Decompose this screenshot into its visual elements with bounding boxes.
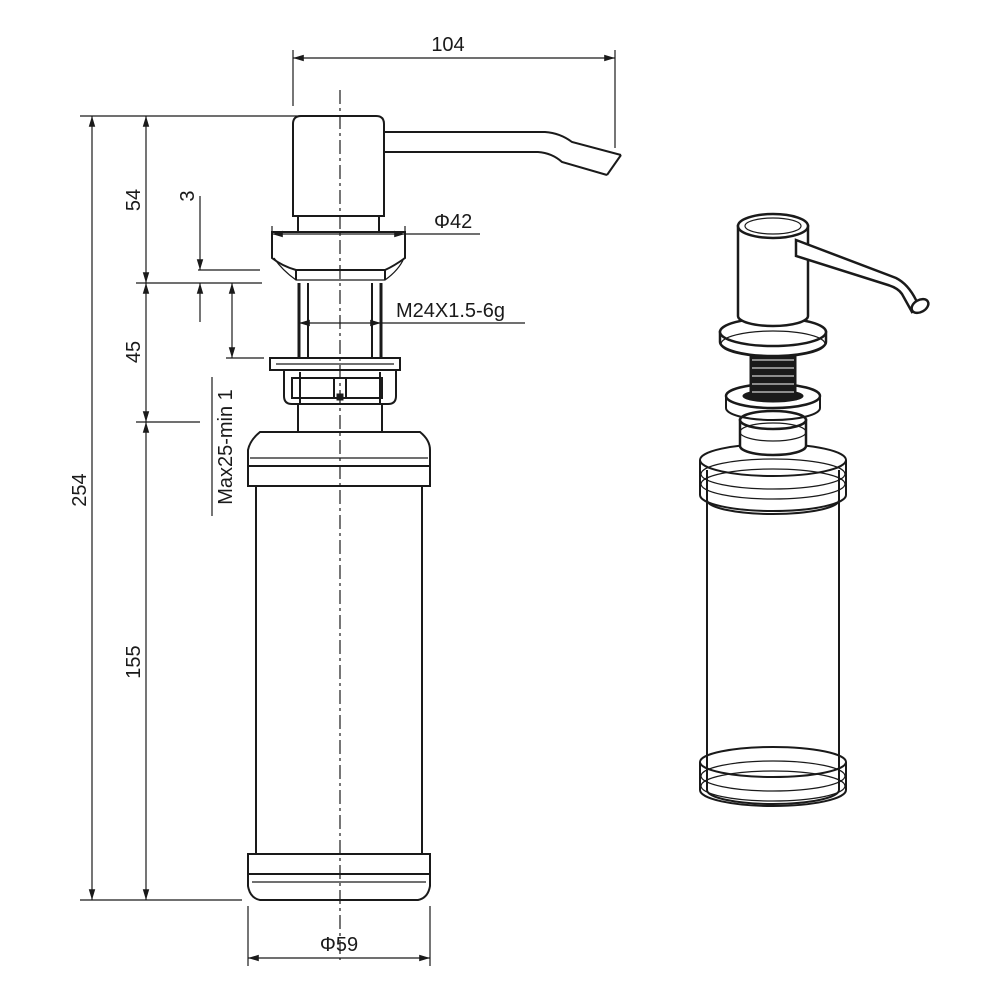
isometric-view [699, 212, 930, 807]
label-flange-diameter: Φ42 [434, 211, 472, 233]
iso-bottle [699, 443, 847, 807]
label-bottle-height: 155 [123, 645, 145, 678]
dim-bottle-diameter: Φ59 [247, 906, 431, 966]
label-bottle-diameter: Φ59 [320, 934, 358, 956]
label-thread: M24X1.5-6g [396, 300, 505, 322]
label-counter-thickness: Max25-min 1 [215, 389, 237, 505]
dim-counter-thickness: Max25-min 1 [211, 283, 264, 516]
pump-head [292, 115, 622, 232]
side-elevation-view: 104 254 54 45 155 [69, 34, 622, 966]
label-total-height: 254 [69, 473, 91, 506]
spout [384, 131, 622, 156]
flange [271, 231, 406, 281]
dim-spout-reach: 104 [292, 34, 616, 148]
lock-nut [269, 357, 401, 432]
label-flange-thickness: 3 [177, 190, 199, 201]
label-spout-reach: 104 [431, 34, 464, 56]
iso-spout [794, 238, 930, 315]
dim-flange-diameter: Φ42 [271, 211, 480, 244]
label-shank: 45 [123, 341, 145, 363]
soap-bottle [247, 431, 431, 901]
dim-pump-head: 54 [123, 116, 150, 283]
dim-shank: 45 [123, 283, 150, 422]
iso-pump-head [736, 212, 810, 328]
dim-thread: M24X1.5-6g [299, 300, 525, 327]
dim-flange-thickness: 3 [177, 190, 260, 322]
label-pump-head: 54 [123, 189, 145, 211]
dim-total-height: 254 [69, 116, 96, 900]
iso-thread [749, 351, 797, 401]
dim-bottle-height: 155 [123, 422, 150, 900]
